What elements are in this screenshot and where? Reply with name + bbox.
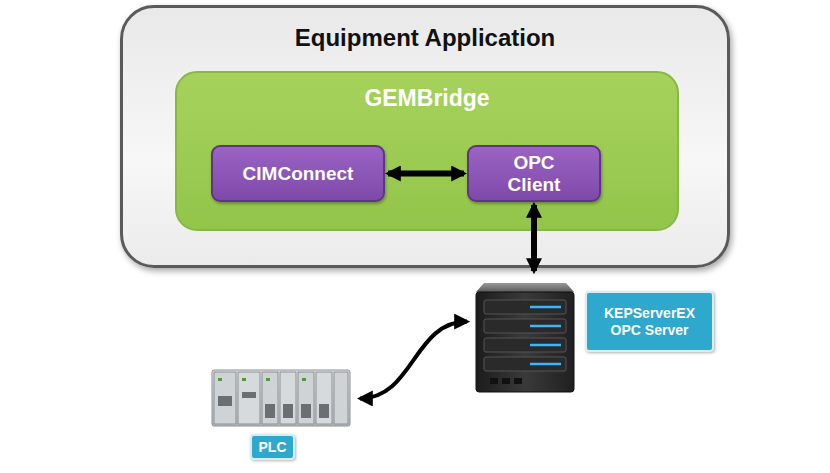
connector-arrow xyxy=(531,205,537,271)
node-label: PLC xyxy=(250,434,295,460)
server-icon xyxy=(476,283,574,392)
box-label: CIMConnect xyxy=(243,163,354,185)
server-node: KEPServerEX OPC Server xyxy=(470,272,714,396)
connector-arrow xyxy=(388,171,464,177)
process-box: OPC Client xyxy=(467,145,601,202)
box-heading: Equipment Application xyxy=(123,24,727,52)
bridge-box: GEMBridgeCIMConnect OPC Client xyxy=(175,71,679,231)
plc-rack xyxy=(212,370,350,426)
application-frame: Equipment ApplicationGEMBridgeCIMConnect… xyxy=(120,5,730,268)
box-heading: GEMBridge xyxy=(177,85,677,111)
connector-arrow xyxy=(360,322,467,399)
node-label: KEPServerEX OPC Server xyxy=(585,291,714,352)
plc-node: PLC xyxy=(205,362,357,458)
box-label: OPC Client xyxy=(499,152,569,196)
process-box: CIMConnect xyxy=(211,145,385,202)
